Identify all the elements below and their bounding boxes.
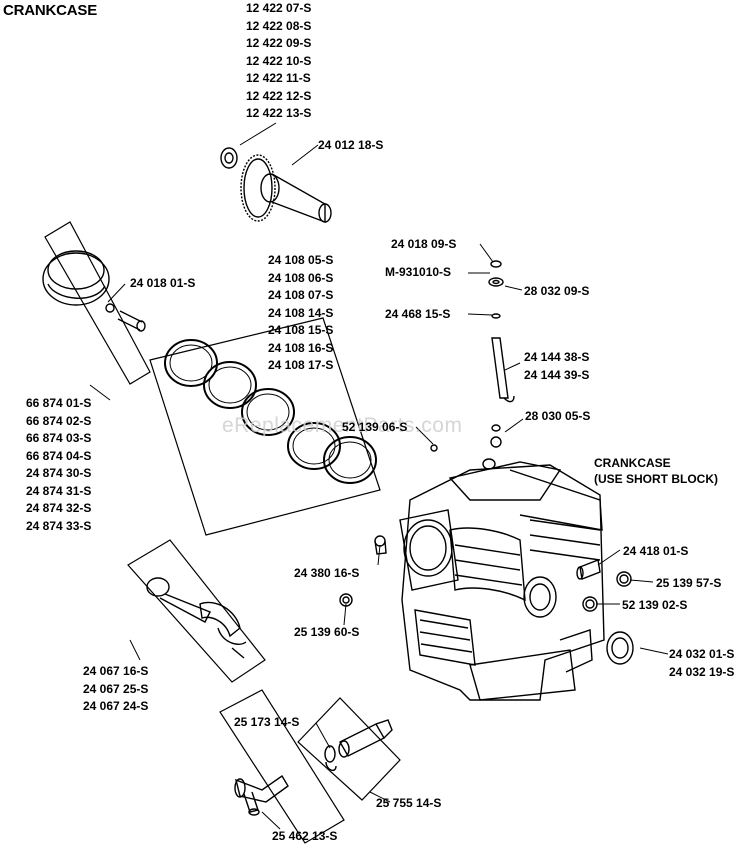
- part-number: 24 144 38-S: [524, 350, 590, 364]
- part-number: 24 108 06-S: [268, 270, 334, 285]
- elbow-label: 25 462 13-S: [272, 829, 338, 843]
- part-number: 24 067 24-S: [83, 699, 149, 713]
- part-number: 12 422 11-S: [246, 71, 311, 85]
- piston-pin-clip-label: 24 018 01-S: [130, 276, 196, 290]
- watermark: eReplacementParts.com: [222, 414, 463, 437]
- dowel-label: 24 380 16-S: [294, 566, 360, 580]
- part-number: 24 108 07-S: [268, 288, 334, 302]
- part-number: 12 422 09-S: [246, 36, 312, 50]
- valve-kit: [324, 719, 393, 772]
- crankcase-note-line: CRANKCASE: [594, 456, 671, 470]
- elbow-fitting: [234, 774, 289, 816]
- part-number: 24 067 16-S: [83, 664, 149, 678]
- part-number: 24 108 17-S: [268, 358, 334, 372]
- part-number: 12 422 10-S: [246, 53, 312, 68]
- part-number: 24 874 30-S: [26, 466, 92, 480]
- connecting-rod: [146, 577, 247, 659]
- part-number: 24 874 32-S: [26, 501, 92, 515]
- spring-label: 28 032 09-S: [524, 284, 590, 298]
- piston-ring-parts: 24 108 05-S 24 108 06-S 24 108 07-S 24 1…: [268, 252, 333, 375]
- part-number: 24 108 05-S: [268, 253, 334, 267]
- seal-parts: 24 032 01-S 24 032 19-S: [669, 646, 734, 681]
- part-number: 24 032 01-S: [669, 647, 735, 661]
- part-number: 24 108 15-S: [268, 323, 334, 337]
- part-number: 12 422 07-S: [246, 1, 312, 15]
- part-number: 24 874 31-S: [26, 483, 92, 498]
- part-number: 66 874 02-S: [26, 413, 92, 428]
- part-number: 24 108 16-S: [268, 340, 334, 355]
- part-number: 24 067 25-S: [83, 681, 149, 696]
- dowel-and-plug: [339, 535, 387, 607]
- crankshaft-gear-parts: 12 422 07-S 12 422 08-S 12 422 09-S 12 4…: [246, 0, 311, 123]
- part-28030-label: 28 030 05-S: [525, 409, 591, 423]
- kit-boxes: [44, 221, 401, 844]
- valve-kit-label: 25 755 14-S: [376, 796, 442, 810]
- part-number: 12 422 12-S: [246, 88, 312, 103]
- side-fittings: [576, 559, 634, 665]
- piston-parts: 66 874 01-S 66 874 02-S 66 874 03-S 66 8…: [26, 395, 91, 535]
- plug-52139-02-label: 52 139 02-S: [622, 598, 688, 612]
- m-part-label: M-931010-S: [385, 265, 452, 279]
- part-number: 24 874 33-S: [26, 518, 92, 533]
- piston-rings: [164, 339, 377, 484]
- crankcase-note-line: (USE SHORT BLOCK): [594, 472, 718, 486]
- part-number: 24 032 19-S: [669, 664, 735, 679]
- piston: [42, 250, 146, 332]
- part-number: 24 108 14-S: [268, 305, 334, 320]
- clamp-label: 25 173 14-S: [234, 715, 300, 729]
- plug-25139-60-label: 25 139 60-S: [294, 625, 360, 639]
- plug-52139-06-label: 52 139 06-S: [342, 420, 408, 434]
- washer-label: 24 018 09-S: [391, 237, 457, 251]
- plug-25139-57-label: 25 139 57-S: [656, 576, 722, 590]
- pin-label: 24 468 15-S: [385, 307, 451, 321]
- part-number: 12 422 08-S: [246, 18, 312, 33]
- crankcase-block: [399, 458, 605, 701]
- connecting-rod-parts: 24 067 16-S 24 067 25-S 24 067 24-S: [83, 663, 148, 716]
- fitting-label: 24 418 01-S: [623, 544, 689, 558]
- diagram-title: CRANKCASE: [3, 2, 98, 19]
- part-number: 24 144 39-S: [524, 367, 590, 382]
- part-number: 66 874 04-S: [26, 448, 92, 463]
- part-number: 12 422 13-S: [246, 106, 312, 120]
- valve-train-parts: [430, 260, 515, 452]
- part-number: 66 874 01-S: [26, 396, 92, 410]
- part-number: 66 874 03-S: [26, 431, 92, 445]
- push-rod-parts: 24 144 38-S 24 144 39-S: [524, 349, 589, 384]
- camshaft-gear: [220, 147, 332, 224]
- camshaft-label: 24 012 18-S: [318, 138, 384, 152]
- crankcase-note: CRANKCASE (USE SHORT BLOCK): [594, 455, 718, 487]
